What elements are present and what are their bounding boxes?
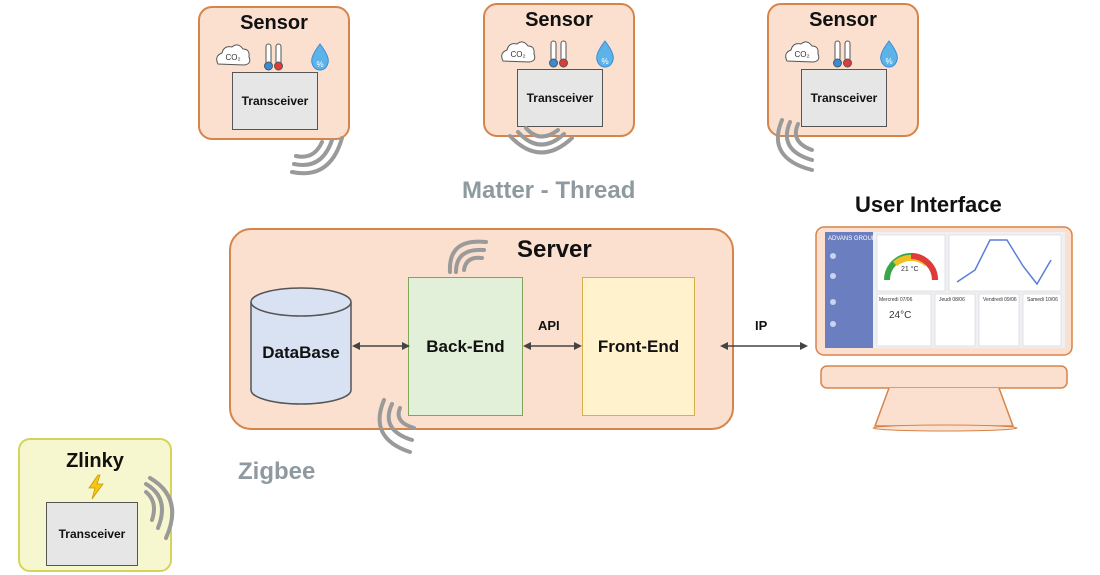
weather-temp-1: 24°C: [889, 310, 912, 321]
weather-day-4: Samedi 10/06: [1027, 297, 1058, 303]
transceiver: Transceiver: [801, 69, 887, 127]
ui-brand: ADVANS GROUP: [828, 236, 876, 242]
signal-waves-icon: [447, 239, 488, 274]
backend-frontend-arrow: [523, 342, 582, 350]
frontend-ui-arrow: [720, 342, 808, 350]
weather-day-3: Vendredi 09/06: [983, 297, 1017, 303]
ui-title: User Interface: [855, 192, 1002, 217]
humidity-label: %: [316, 60, 323, 69]
co2-label: CO₂: [225, 53, 240, 62]
transceiver: Transceiver: [46, 502, 138, 566]
humidity-label: %: [601, 57, 608, 66]
database-label: DataBase: [262, 343, 340, 362]
zlinky-title: Zlinky: [66, 450, 124, 472]
transceiver: Transceiver: [517, 69, 603, 127]
ip-label: IP: [755, 318, 768, 333]
zigbee-label: Zigbee: [238, 458, 316, 485]
signal-waves-icon: [775, 118, 814, 172]
sensor-icons: CO₂ %: [785, 40, 898, 68]
sensor-title: Sensor: [525, 9, 593, 31]
weather-day-2: Jeudi 08/06: [939, 297, 965, 303]
co2-label: CO₂: [510, 50, 525, 59]
monitor-icon: [815, 226, 1073, 432]
co2-cloud-icon: CO₂: [216, 44, 251, 66]
backend-block: Back-End: [408, 277, 523, 416]
sensor-title: Sensor: [240, 12, 308, 34]
sensor-node-1: Sensor CO₂ % Transceiver: [198, 6, 350, 140]
transceiver: Transceiver: [232, 72, 318, 130]
co2-cloud-icon: CO₂: [785, 41, 820, 63]
humidity-drop-icon: %: [880, 40, 898, 68]
signal-waves-icon: [144, 476, 175, 540]
sensor-node-2: Sensor CO₂ % Transceiver: [483, 3, 635, 137]
gauge-temp: 21 °C: [901, 266, 919, 273]
sensor-icons: CO₂ %: [216, 43, 329, 71]
db-backend-arrow: [352, 342, 410, 350]
matter-thread-label: Matter - Thread: [462, 177, 636, 204]
sensor-node-3: Sensor CO₂ % Transceiver: [767, 3, 919, 137]
frontend-block: Front-End: [582, 277, 695, 416]
weather-day-1: Mercredi 07/06: [879, 297, 913, 303]
sensor-title: Sensor: [809, 9, 877, 31]
lightning-icon: [88, 474, 104, 500]
signal-waves-icon: [377, 398, 416, 454]
server-title: Server: [517, 236, 592, 263]
thermometer-icon: [833, 40, 852, 68]
humidity-label: %: [885, 57, 892, 66]
sensor-icons: CO₂ %: [501, 40, 614, 68]
co2-label: CO₂: [794, 50, 809, 59]
zlinky-node: Zlinky Transceiver: [18, 438, 172, 572]
humidity-drop-icon: %: [596, 40, 614, 68]
thermometer-icon: [549, 40, 568, 68]
signal-waves-icon: [290, 136, 344, 176]
co2-cloud-icon: CO₂: [501, 41, 536, 63]
signal-waves-icon: [508, 126, 574, 155]
humidity-drop-icon: %: [311, 43, 329, 71]
thermometer-icon: [264, 43, 283, 71]
api-label: API: [538, 318, 560, 333]
database-cylinder: [250, 287, 352, 405]
